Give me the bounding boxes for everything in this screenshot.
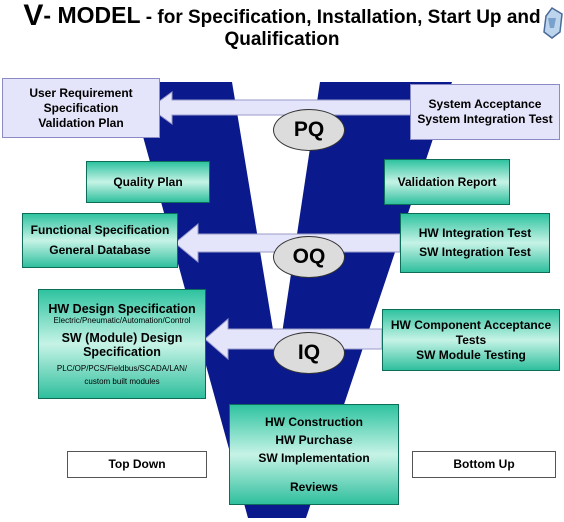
- sw-design-sub-1: PLC/OP/PCS/Fieldbus/SCADA/LAN/: [56, 363, 188, 373]
- user-requirement-line-2: Specification: [43, 100, 119, 115]
- validation-report-label: Validation Report: [397, 174, 497, 189]
- top-down-label-box: Top Down: [67, 451, 207, 478]
- title-line-1: V- MODEL - for Specification, Installati…: [0, 1, 564, 31]
- sw-design-sub-2: custom built modules: [84, 376, 160, 386]
- iq-ellipse: IQ: [273, 332, 345, 374]
- construction-line-2: HW Purchase: [275, 432, 353, 447]
- bottom-up-label: Bottom Up: [453, 457, 515, 471]
- arrow-pq: [149, 91, 419, 125]
- component-test-line-1: HW Component Acceptance: [390, 317, 552, 332]
- page-title: V- MODEL - for Specification, Installati…: [0, 1, 564, 51]
- quality-plan-box: Quality Plan: [86, 161, 210, 203]
- construction-box: HW Construction HW Purchase SW Implement…: [229, 404, 399, 505]
- construction-line-1: HW Construction: [265, 414, 363, 429]
- title-line-2: Qualification: [224, 29, 340, 50]
- oq-label: OQ: [292, 245, 326, 268]
- design-spec-box: HW Design Specification Electric/Pneumat…: [38, 289, 206, 399]
- system-acceptance-line-2: System Integration Test: [417, 112, 553, 126]
- oq-ellipse: OQ: [273, 236, 345, 278]
- top-down-label: Top Down: [108, 457, 166, 471]
- construction-line-5: Reviews: [289, 479, 339, 494]
- bottom-up-label-box: Bottom Up: [412, 451, 556, 478]
- system-acceptance-box: System Acceptance System Integration Tes…: [410, 84, 560, 140]
- pq-ellipse: PQ: [273, 109, 345, 151]
- component-test-line-3: SW Module Testing: [416, 347, 526, 362]
- user-requirement-line-1: User Requirement: [29, 85, 133, 100]
- validation-report-box: Validation Report: [384, 159, 510, 205]
- component-test-box: HW Component Acceptance Tests SW Module …: [382, 309, 560, 371]
- quality-plan-label: Quality Plan: [113, 174, 183, 189]
- integration-test-line-1: HW Integration Test: [418, 226, 532, 240]
- integration-test-box: HW Integration Test SW Integration Test: [400, 213, 550, 273]
- integration-test-line-2: SW Integration Test: [419, 245, 531, 259]
- hw-design-sub: Electric/Pneumatic/Automation/Control: [53, 315, 191, 325]
- pq-label: PQ: [293, 118, 325, 141]
- title-v: V: [23, 0, 44, 32]
- construction-line-3: SW Implementation: [258, 450, 370, 465]
- title-rest-1: - for Specification, Installation, Start…: [145, 7, 541, 28]
- functional-spec-line-2: General Database: [49, 243, 151, 257]
- component-test-line-2: Tests: [455, 332, 487, 347]
- functional-spec-box: Functional Specification General Databas…: [22, 213, 178, 268]
- logo-icon: [543, 7, 563, 39]
- sw-design-line-1: SW (Module) Design: [61, 330, 183, 345]
- hw-design-title: HW Design Specification: [48, 301, 196, 316]
- title-model: - MODEL: [43, 2, 141, 28]
- user-requirement-line-3: Validation Plan: [38, 115, 124, 130]
- user-requirement-box: User Requirement Specification Validatio…: [2, 78, 160, 138]
- system-acceptance-line-1: System Acceptance: [428, 97, 542, 111]
- sw-design-line-2: Specification: [83, 344, 161, 359]
- iq-label: IQ: [297, 341, 321, 364]
- functional-spec-line-1: Functional Specification: [30, 223, 170, 237]
